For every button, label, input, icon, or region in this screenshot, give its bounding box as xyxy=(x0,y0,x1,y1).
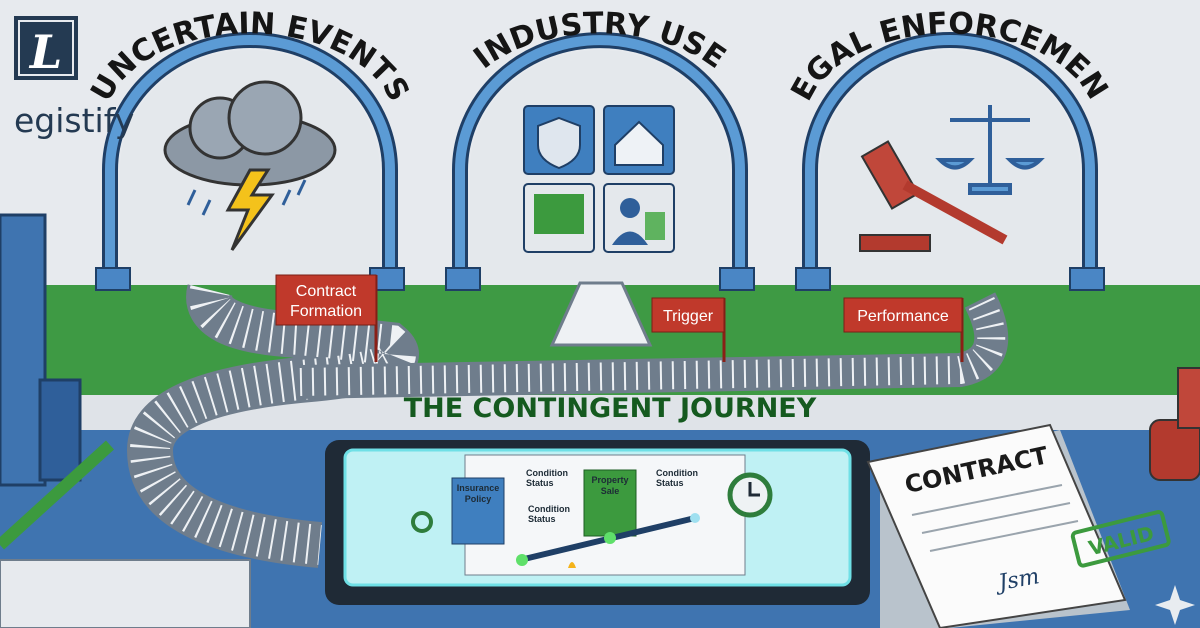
svg-text:Condition: Condition xyxy=(656,468,698,478)
svg-text:L: L xyxy=(28,25,62,79)
flag-label: Trigger xyxy=(663,308,714,325)
flag-label-line1: Contract xyxy=(296,283,357,300)
gavel-icon xyxy=(859,140,1008,252)
bell-icon xyxy=(568,562,576,568)
flag-label: Performance xyxy=(857,308,949,325)
pen-icon xyxy=(0,440,115,550)
insurance-policy-doc xyxy=(451,477,505,545)
winding-road xyxy=(126,281,1009,568)
tablet: Insurance Policy Property Sale Condition… xyxy=(325,440,870,605)
journey-title: THE CONTINGENT JOURNEY xyxy=(404,393,817,424)
svg-text:Sale: Sale xyxy=(601,486,620,496)
logo-wordmark: egistify xyxy=(14,101,134,140)
arch-industry-use: INDUSTRY USE xyxy=(445,6,755,291)
arch-uncertain-events: UNCERTAIN EVENTS xyxy=(84,6,416,291)
gavel-icon xyxy=(1149,367,1200,481)
svg-text:Insurance: Insurance xyxy=(457,483,500,493)
flag-label-line2: Formation xyxy=(290,303,362,320)
svg-text:Status: Status xyxy=(526,478,554,488)
flag-performance: Performance xyxy=(843,297,964,362)
sparkle-icon xyxy=(1155,585,1195,625)
svg-text:Condition: Condition xyxy=(526,468,568,478)
svg-text:Condition: Condition xyxy=(528,504,570,514)
logo: L egistify xyxy=(14,16,134,140)
books xyxy=(0,213,251,628)
svg-text:Policy: Policy xyxy=(465,494,492,504)
flag-contract-formation: Contract Formation xyxy=(275,274,378,362)
scales-icon xyxy=(935,105,1045,195)
contract-document: CONTRACT VALID Jsm xyxy=(866,423,1171,628)
svg-text:Status: Status xyxy=(656,478,684,488)
storm-cloud-lightning-icon xyxy=(163,80,337,251)
svg-text:Status: Status xyxy=(528,514,556,524)
flag-trigger: Trigger xyxy=(651,297,726,362)
magnifier-icon xyxy=(411,511,433,533)
svg-text:Property: Property xyxy=(591,475,628,485)
